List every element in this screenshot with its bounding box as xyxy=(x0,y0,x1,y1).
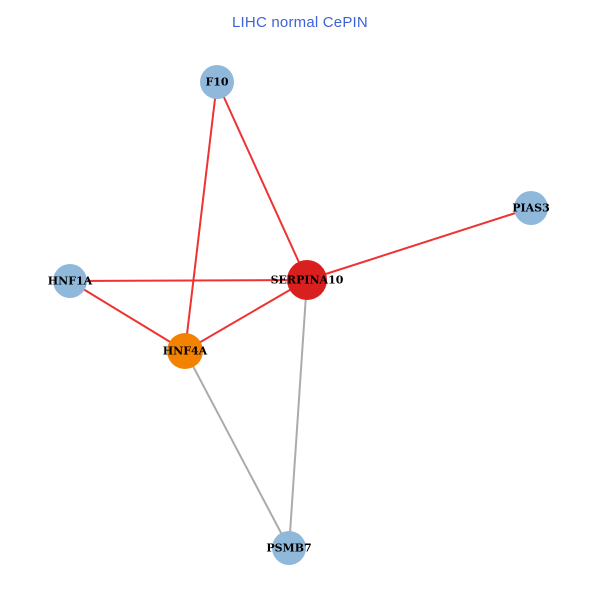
node-label-PSMB7: PSMB7 xyxy=(266,542,311,555)
node-label-F10: F10 xyxy=(205,76,228,89)
node-label-SERPINA10: SERPINA10 xyxy=(271,274,344,287)
node-SERPINA10 xyxy=(287,260,327,300)
edge-PIAS3-SERPINA10 xyxy=(306,207,532,281)
edge-F10-SERPINA10 xyxy=(216,81,308,281)
node-HNF1A xyxy=(53,264,87,298)
node-HNF4A xyxy=(167,333,203,369)
edge-HNF1A-HNF4A xyxy=(69,280,186,352)
node-PIAS3 xyxy=(514,191,548,225)
edge-HNF1A-SERPINA10 xyxy=(69,279,308,282)
node-label-PIAS3: PIAS3 xyxy=(512,202,550,215)
node-F10 xyxy=(200,65,234,99)
edge-F10-HNF4A xyxy=(184,81,218,352)
edge-SERPINA10-PSMB7 xyxy=(288,279,308,549)
edge-HNF4A-PSMB7 xyxy=(184,350,290,549)
node-label-HNF4A: HNF4A xyxy=(163,345,208,358)
edge-HNF4A-SERPINA10 xyxy=(184,279,308,352)
node-label-HNF1A: HNF1A xyxy=(48,275,93,288)
node-PSMB7 xyxy=(272,531,306,565)
figure-title: LIHC normal CePIN xyxy=(232,14,368,31)
